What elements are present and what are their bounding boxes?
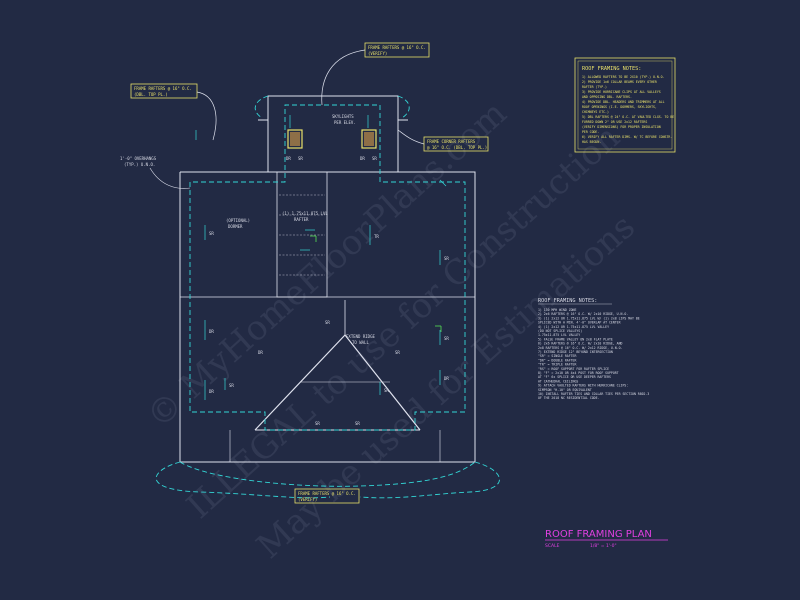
callout-right: FRAME CORNER RAFTERS @ 16" O.C. (DBL. TO…: [397, 129, 489, 152]
rafter-label: DR: [360, 156, 365, 161]
note-line: 4) (1) 2x12 OR 1.75x11.875 LVL VALLEY: [538, 325, 609, 329]
note-line: 5) FALSE FRAME VALLEY ON 2x8 FLAT PLATE: [538, 337, 613, 341]
notes-title: ROOF FRAMING NOTES:: [582, 66, 641, 72]
note-line: 1) ALLOWED RAFTERS TO BE 2X10 (TYP.) U.N…: [582, 75, 665, 79]
note-line: FURRED DOWN 2" OR USE 2x12 RAFTERS: [582, 120, 647, 124]
note-line: 7) EXTEND RIDGE 12" BEYOND INTERSECTION: [538, 350, 613, 354]
callout-right-line2: @ 16" O.C. (DBL. TOP PL.): [427, 145, 487, 150]
note-line: "TR" = TRIPLE RAFTER: [538, 363, 576, 367]
callout-bottom-line1: FRAME RAFTERS @ 16" O.C.: [298, 491, 356, 496]
note-line: AT "F" 6x SPLICE OR USE DEEPER RAFTERS: [538, 375, 611, 379]
callout-bottom: FRAME RAFTERS @ 16" O.C. (VERIFY): [294, 488, 360, 504]
green-markers: [310, 235, 442, 332]
skylight-right: [361, 129, 377, 149]
lvl-label-1: (1) 1.75x11.875 LVL: [282, 211, 328, 216]
dormer-label-1: (OPTIONAL): [226, 218, 250, 223]
overhangs-label-2: (TYP.) U.N.O.: [124, 162, 155, 167]
notes-lines: 1) ALLOWED RAFTERS TO BE 2X10 (TYP.) U.N…: [582, 75, 674, 144]
rafter-label: SR: [372, 156, 377, 161]
rafter-label: TR: [374, 234, 379, 239]
note-line: 1) 130 MPH WIND ZONE: [538, 308, 576, 312]
note-line: 3) PROVIDE HURRICANE CLIPS AT ALL VALLEY…: [582, 90, 661, 94]
rafter-label: SR: [444, 256, 449, 261]
rafter-label: SR: [325, 320, 330, 325]
note-line: 4) PROVIDE DBL. HEADERS AND TRIMMERS AT …: [582, 100, 665, 104]
callout-top: FRAME RAFTERS @ 16" O.C. (VERIFY): [321, 42, 430, 106]
rafter-label: SR: [444, 336, 449, 341]
title-block: ROOF FRAMING PLAN SCALE 1/8" = 1'-0": [545, 529, 668, 549]
rafter-label: SR: [384, 388, 389, 393]
note-line: 3) (1) 2x12 OR 1.75x11.875 LVL W/ (1) 2x…: [538, 316, 640, 320]
note-line: 1.75x11.875 LVL VALLEY: [538, 333, 580, 337]
note-line: 2) 2x6 RAFTERS @ 16" O.C. W/ 2x10 RIDGE,…: [538, 312, 628, 316]
skylights-label-2: PER ELEV.: [334, 120, 356, 125]
rafter-label: SR: [315, 421, 320, 426]
note-line: OF THE 2018 NC RESIDENTIAL CODE.: [538, 396, 599, 400]
legend-notes: ROOF FRAMING NOTES: 1) 130 MPH WIND ZONE…: [538, 298, 649, 400]
note-line: 10) INSTALL RAFTER TIES AND COLLAR TIES …: [538, 392, 649, 396]
note-line: 6) 2x6 RAFTERS @ 16" O.C. W/ 2x10 RIDGE,…: [538, 342, 623, 346]
legend-title: ROOF FRAMING NOTES:: [538, 298, 597, 304]
rafter-label: DR: [209, 329, 214, 334]
note-line: SIMPSON "H-10" OR EQUIVALENT: [538, 388, 592, 392]
note-line: CHIMNEYS ETC.): [582, 110, 609, 114]
skylights: [287, 129, 377, 149]
callout-bottom-line2: (VERIFY): [298, 497, 317, 502]
rafter-label: DR: [444, 376, 449, 381]
overhangs-label-1: 1'-0" OVERHANGS: [120, 156, 157, 161]
skylight-left: [287, 129, 303, 149]
callout-right-line1: FRAME CORNER RAFTERS: [427, 139, 476, 144]
callout-left-line1: FRAME RAFTERS @ 16" O.C.: [134, 86, 192, 91]
scale-value: 1/8" = 1'-0": [590, 543, 617, 549]
ridge-label-2: TO WALL: [352, 340, 369, 345]
note-line: AT CATHEDRAL CEILINGS: [538, 379, 578, 383]
note-line: 9) ATTACH VAULTED RAFTERS WITH HURRICANE…: [538, 384, 628, 388]
note-line: "SR" = SINGLE RAFTER: [538, 354, 576, 358]
note-line: 2) PROVIDE 1x6 COLLAR BEAMS EVERY OTHER: [582, 80, 657, 84]
dormer-label-2: DORMER: [228, 224, 243, 229]
ridge-label-1: EXTEND RIDGE: [346, 334, 375, 339]
plan-labels: 1'-0" OVERHANGS (TYP.) U.N.O. SKYLIGHTS …: [120, 114, 375, 345]
note-line: (VERIFY DIMENSIONS) FOR PROPER INSULATIO…: [582, 125, 661, 129]
rafter-label: SR: [355, 421, 360, 426]
note-line: AND OPPOSING DBL. RAFTERS.: [582, 95, 632, 99]
note-line: 5) DBL RAFTERS @ 24" O.C. AT VAULTED CLG…: [582, 115, 674, 119]
note-line: 8) "F" = 2x10 OR 4x4 POST FOR ROOF SUPPO…: [538, 371, 619, 375]
note-line: "RS" = ROOF SUPPORT FOR RAFTER SPLICE: [538, 367, 609, 371]
note-line: SPLICED WITH A MIN. 4'-0" OVERLAP AT CEN…: [538, 321, 621, 325]
rafter-type-labels: SR DR DR SR SR DR TR SR SR DR SR DR SR D…: [209, 156, 449, 426]
note-line: HAS BEGUN.: [582, 140, 601, 144]
rafter-label: DR: [286, 156, 291, 161]
notes-box: ROOF FRAMING NOTES: 1) ALLOWED RAFTERS T…: [574, 57, 676, 153]
rafter-label: SR: [209, 231, 214, 236]
rafter-label: SR: [395, 350, 400, 355]
callout-top-line1: FRAME RAFTERS @ 16" O.C.: [368, 45, 426, 50]
note-line: 6) VERIFY ALL RAFTER DIMS. W/ TC BEFORE …: [582, 135, 672, 139]
scale-label: SCALE: [545, 543, 560, 549]
note-line: ROOF OPENINGS (I.E. DORMERS, SKYLIGHTS,: [582, 105, 657, 109]
callout-left: FRAME RAFTERS @ 16" O.C. (DBL. TOP PL.): [130, 83, 217, 141]
callout-top-line2: (VERIFY): [368, 51, 387, 56]
note-line: 2x8 RAFTERS @ 16" O.C. W/ 2x12 RIDGE, U.…: [538, 346, 623, 350]
note-line: (DO NOT SPLICE VALLEYS): [538, 329, 582, 333]
plan-title: ROOF FRAMING PLAN: [545, 529, 652, 540]
note-line: RAFTER (TYP.): [582, 85, 607, 89]
note-line: "DR" = DOUBLE RAFTER: [538, 358, 576, 362]
callout-left-line2: (DBL. TOP PL.): [134, 92, 168, 97]
rafter-label: SR: [229, 383, 234, 388]
lvl-label-2: RAFTER: [294, 217, 309, 222]
note-line: PER CODE.: [582, 130, 599, 134]
skylights-label-1: SKYLIGHTS: [332, 114, 354, 119]
rafter-marks: [195, 115, 447, 400]
rafter-label: DR: [209, 389, 214, 394]
rafter-label: SR: [298, 156, 303, 161]
overhang-line: [155, 95, 500, 499]
rafter-label: DR: [258, 350, 263, 355]
